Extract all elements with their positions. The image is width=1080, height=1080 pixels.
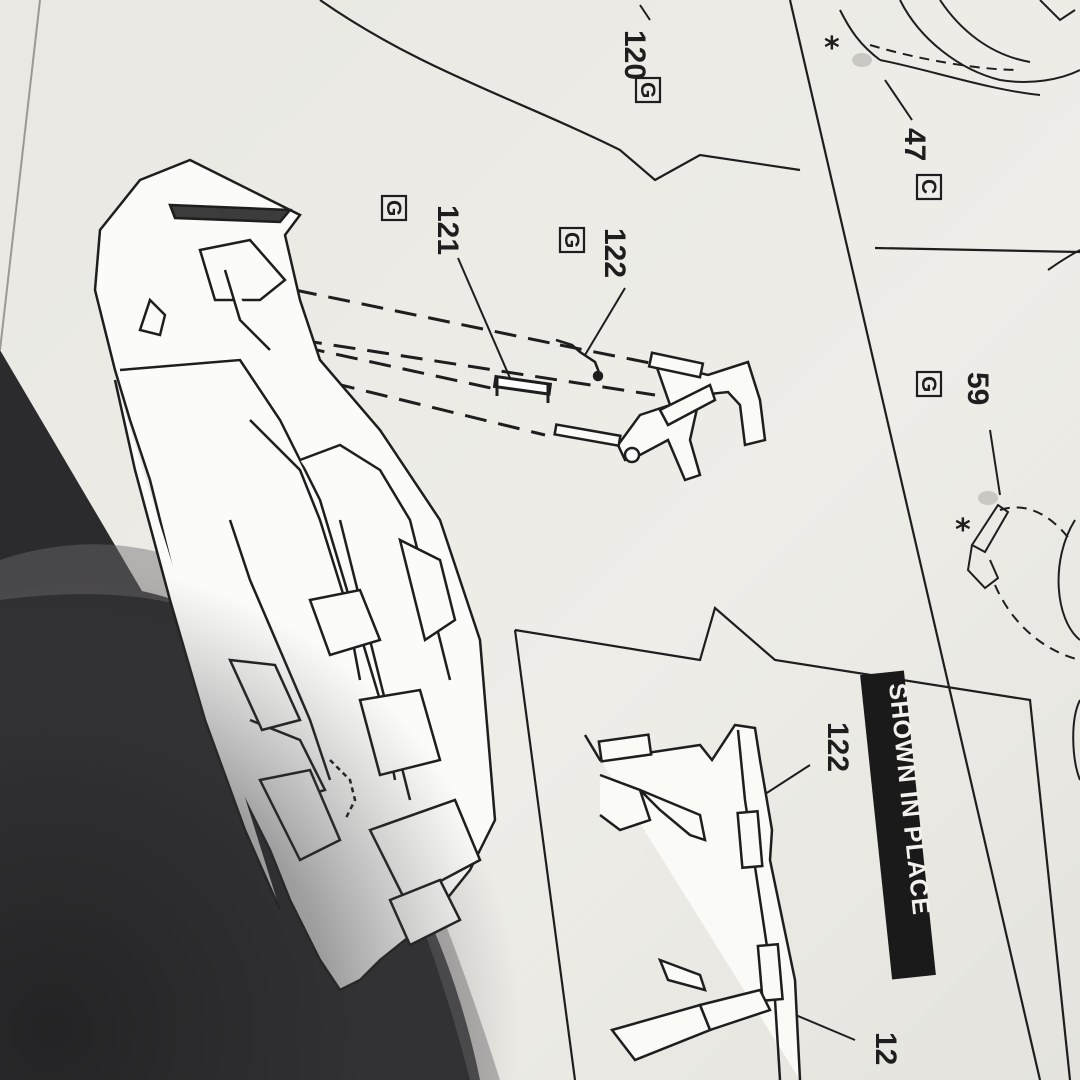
- part-number-122: 122: [598, 228, 631, 278]
- glue-blob-top: [852, 53, 872, 67]
- glue-blob-right: [978, 491, 998, 505]
- landing-gear-assembly: [553, 351, 767, 482]
- sprue-box-g-120: G: [634, 76, 662, 104]
- top-right-fragment: [839, 0, 1080, 96]
- part-number-59: 59: [961, 372, 994, 405]
- panel-borders: [319, 0, 1080, 1080]
- paper-edge: [0, 0, 41, 351]
- star-mark-top: *: [824, 31, 840, 66]
- part-number-120: 120: [618, 30, 651, 80]
- svg-text:G: G: [560, 232, 583, 248]
- sprue-box-g-122: G: [558, 226, 586, 254]
- inset-detail: [583, 723, 802, 1080]
- sprue-box-g-121: G: [380, 194, 408, 222]
- part-number-121: 121: [431, 205, 464, 255]
- part-122-piece: [555, 338, 604, 382]
- shadow-overlay: [0, 560, 520, 1080]
- sprue-box-c-47: C: [915, 173, 943, 201]
- svg-text:G: G: [917, 376, 940, 392]
- svg-text:C: C: [917, 179, 940, 194]
- part-number-122-inset: 122: [821, 722, 854, 772]
- svg-text:G: G: [382, 200, 405, 216]
- sprue-box-g-59: G: [915, 370, 943, 398]
- part-number-12-partial: 12: [869, 1032, 902, 1065]
- svg-text:G: G: [636, 82, 659, 98]
- part-number-47: 47: [898, 128, 931, 161]
- right-fragment: [966, 249, 1080, 781]
- star-mark-right: *: [955, 513, 971, 548]
- part-121-piece: [492, 374, 553, 403]
